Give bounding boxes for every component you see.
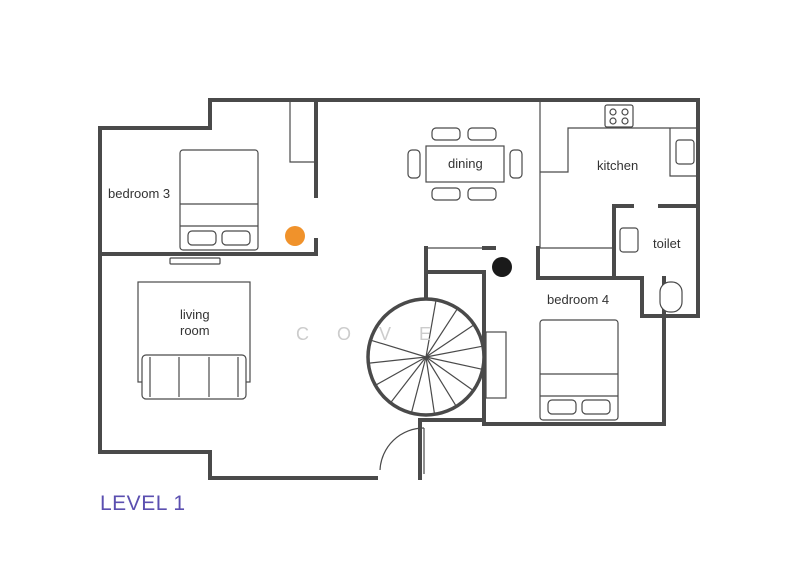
stair-tread <box>425 324 474 358</box>
closet <box>289 100 316 163</box>
label-bedroom4: bedroom 4 <box>547 292 609 307</box>
stair-tread <box>425 300 437 358</box>
stair-tread <box>425 356 457 406</box>
stair-tread <box>376 356 427 386</box>
outer-walls <box>98 98 700 480</box>
stair-tread <box>371 339 427 358</box>
outer-wall <box>98 98 700 480</box>
sofa <box>137 281 251 400</box>
toilet-basin <box>619 227 639 253</box>
watermark: COVE <box>296 324 459 344</box>
wall-bedroom3-bottom <box>98 238 318 256</box>
label-living-room-2: room <box>180 323 210 338</box>
dining-set <box>407 127 523 201</box>
stove <box>604 104 634 128</box>
bed-bedroom3 <box>179 149 259 251</box>
entry-door <box>379 427 425 474</box>
bed-bedroom4 <box>539 319 619 421</box>
stair-wall-top <box>424 246 496 302</box>
orange-marker <box>285 226 305 246</box>
stair-tread <box>390 356 427 403</box>
stair-tread <box>425 356 482 370</box>
kitchen-counter <box>540 127 698 177</box>
label-living-room-1: living <box>180 307 210 322</box>
stair-tread <box>411 356 427 413</box>
stair-tread <box>369 356 427 364</box>
stair-tread <box>425 345 483 358</box>
interior-walls <box>98 98 700 422</box>
kitchen-sink <box>675 139 695 165</box>
black-marker <box>492 257 512 277</box>
level-title: LEVEL 1 <box>100 492 186 515</box>
stair-tread <box>425 356 473 391</box>
label-kitchen: kitchen <box>597 158 638 173</box>
label-dining: dining <box>448 156 483 171</box>
toilet-bowl <box>659 281 683 313</box>
label-bedroom3: bedroom 3 <box>108 186 170 201</box>
stair-tread <box>425 308 458 358</box>
tv <box>169 257 221 265</box>
bedroom4-cabinet <box>485 331 507 399</box>
stair-tread <box>425 356 435 414</box>
spiral-staircase <box>366 297 486 417</box>
label-toilet: toilet <box>653 236 681 251</box>
